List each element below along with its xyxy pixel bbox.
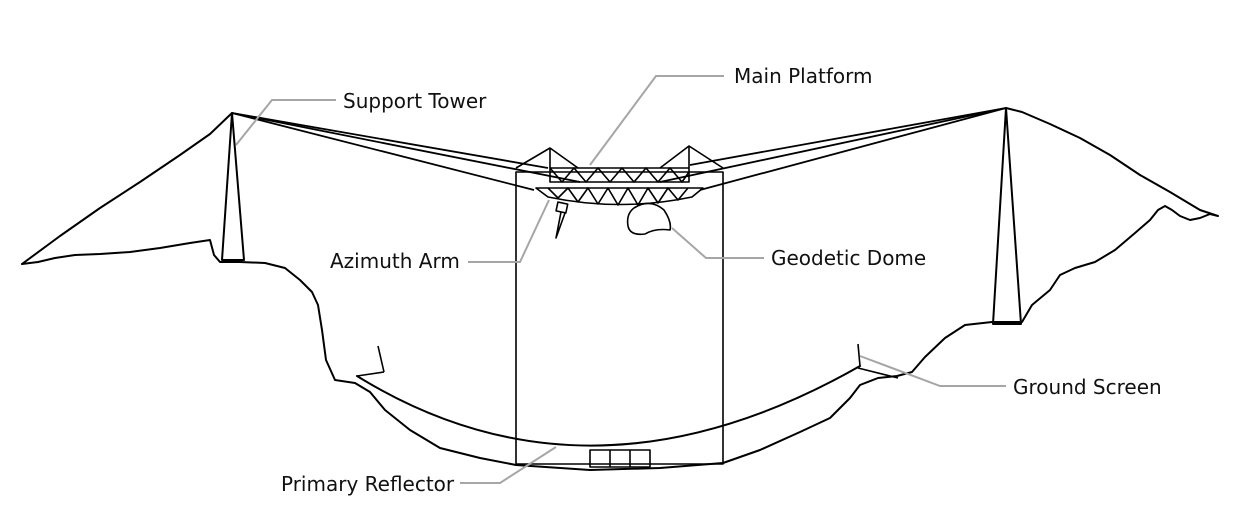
leader-primary-reflector: [460, 446, 557, 484]
leader-support-tower: [235, 99, 336, 146]
leader-geodetic-dome: [671, 227, 764, 259]
reflector-rim-right: [857, 367, 899, 379]
primary-reflector-bowl: [356, 365, 861, 447]
terrain-outline: [21, 107, 1219, 471]
label-geodetic-dome: Geodetic Dome: [771, 246, 926, 270]
center-support-structure: [515, 171, 724, 465]
azimuth-arm-shape: [555, 201, 569, 239]
main-platform-truss: [515, 145, 724, 206]
leader-main-platform: [589, 75, 724, 166]
reflector-rim-left: [356, 371, 385, 377]
geodetic-dome-shape: [626, 202, 672, 236]
suspension-cables: [231, 107, 1007, 191]
terrain-left-slope: [21, 112, 233, 265]
label-support-tower: Support Tower: [343, 89, 487, 113]
support-tower-left: [221, 112, 245, 261]
label-main-platform: Main Platform: [734, 64, 872, 88]
ground-screen-left: [377, 345, 385, 373]
label-azimuth-arm: Azimuth Arm: [330, 249, 460, 273]
ground-screen-right: [857, 343, 861, 367]
leader-ground-screen: [859, 355, 1006, 387]
leader-azimuth-arm: [468, 199, 550, 263]
label-ground-screen: Ground Screen: [1013, 375, 1162, 399]
reflector-base-block: [589, 449, 651, 468]
label-primary-reflector: Primary Reflector: [281, 472, 455, 496]
support-tower-right: [992, 107, 1022, 325]
